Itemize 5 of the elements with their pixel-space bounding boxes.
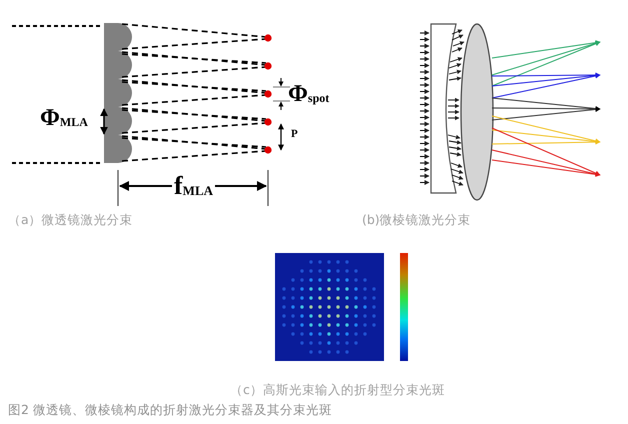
figure-caption: 图2 微透镜、微棱镜构成的折射激光分束器及其分束光斑 — [8, 404, 332, 416]
subfigure-caption: （a）微透镜激光分束 — [8, 214, 133, 226]
subfigure-caption: (b)微棱镜激光分束 — [362, 214, 471, 226]
subfigure-caption: （c）高斯光束输入的折射型分束光斑 — [230, 384, 445, 396]
symbol-label: P — [291, 129, 298, 140]
